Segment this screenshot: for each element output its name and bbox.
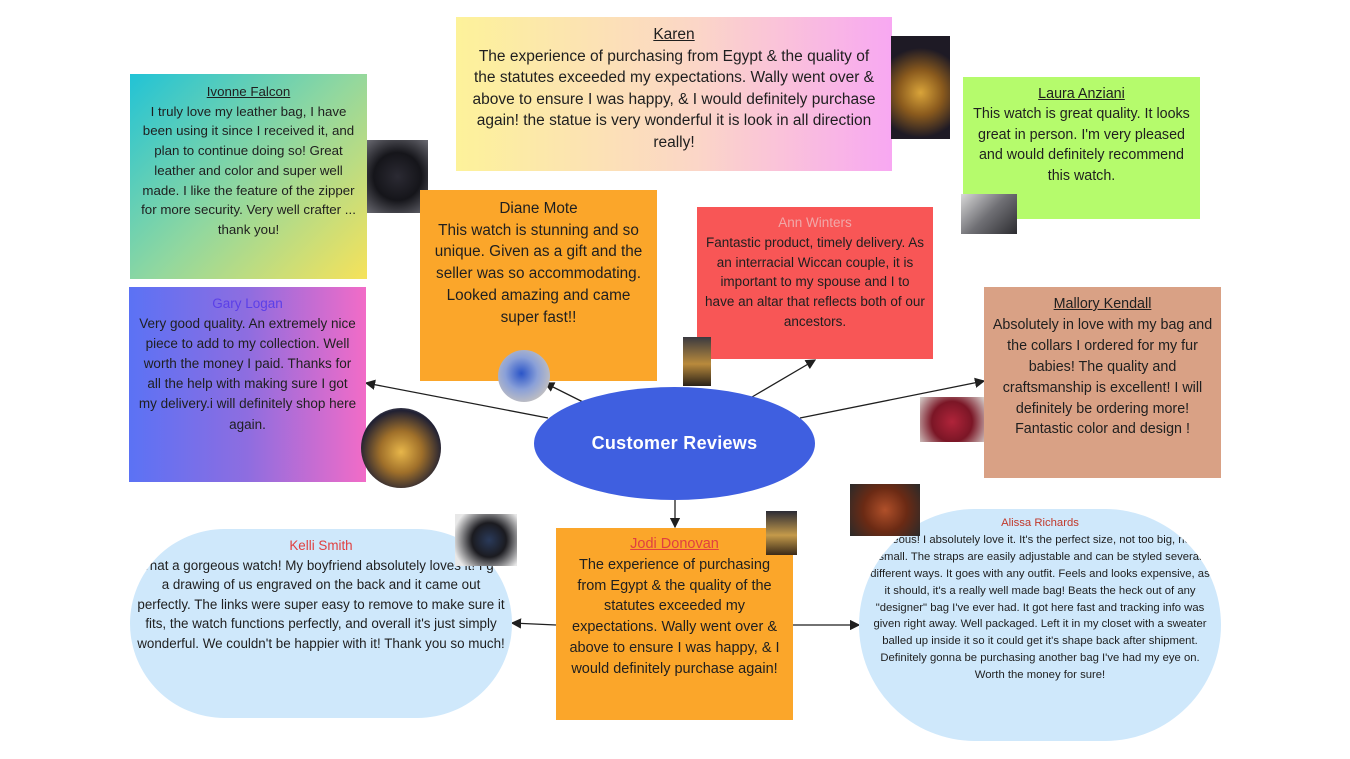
red-bag-photo [920,397,984,442]
pharaoh-bust-photo [361,408,441,488]
review-text: Fantastic product, timely delivery. As a… [705,234,925,329]
reviewer-name: Alissa Richards [1001,517,1079,529]
review-text: This watch is stunning and so unique. Gi… [434,221,643,326]
reviewer-name: Ann Winters [778,215,852,230]
watch-photo [961,194,1017,234]
review-text: I truly love my leather bag, I have been… [141,103,356,237]
review-text: The experience of purchasing from Egypt … [569,556,780,677]
review-card-diane-mote: Diane Mote This watch is stunning and so… [420,190,657,381]
watch-photo [498,350,550,402]
review-text: Absolutely in love with my bag and the c… [992,316,1213,438]
leather-bag-photo [367,140,428,213]
reviewer-name: Diane Mote [499,200,578,217]
review-card-ann-winters: Ann Winters Fantastic product, timely de… [697,207,933,359]
review-text: Very good quality. An extremely nice pie… [138,316,357,432]
review-card-karen: Karen The experience of purchasing from … [456,17,892,171]
review-card-laura-anziani: Laura Anziani This watch is great qualit… [963,77,1200,219]
reviewer-name: Karen [653,26,695,43]
reviewer-name: Jodi Donovan [630,536,719,552]
watch-photo [455,514,517,566]
review-text: What a gorgeous watch! My boyfriend abso… [137,557,505,651]
statue-photo [683,337,711,386]
review-text: The experience of purchasing from Egypt … [472,47,876,151]
reviewer-name: Kelli Smith [289,538,353,553]
review-card-mallory-kendall: Mallory Kendall Absolutely in love with … [984,287,1221,478]
reviewer-name: Laura Anziani [1038,86,1125,102]
review-text: Gorgeous! I absolutely love it. It's the… [867,533,1213,682]
center-title: Customer Reviews [591,433,758,453]
reviewer-name: Gary Logan [212,296,283,311]
pharaoh-statue-photo [891,36,950,139]
arrow-to-diane [543,382,584,403]
review-card-alissa-richards: Alissa Richards Gorgeous! I absolutely l… [859,509,1221,741]
arrow-to-ann [751,359,817,398]
review-card-ivonne-falcon: Ivonne Falcon I truly love my leather ba… [130,74,367,279]
reviewer-name: Mallory Kendall [1053,296,1152,312]
leather-bag-photo [850,484,920,536]
review-card-jodi-donovan: Jodi Donovan The experience of purchasin… [556,528,793,720]
review-card-kelli-smith: Kelli Smith What a gorgeous watch! My bo… [130,529,512,718]
review-text: This watch is great quality. It looks gr… [973,106,1190,184]
statue-photo [766,511,797,555]
reviewer-name: Ivonne Falcon [206,84,291,99]
review-card-gary-logan: Gary Logan Very good quality. An extreme… [129,287,366,482]
arrow-to-kelli [510,618,557,629]
center-node: Customer Reviews [534,387,815,500]
